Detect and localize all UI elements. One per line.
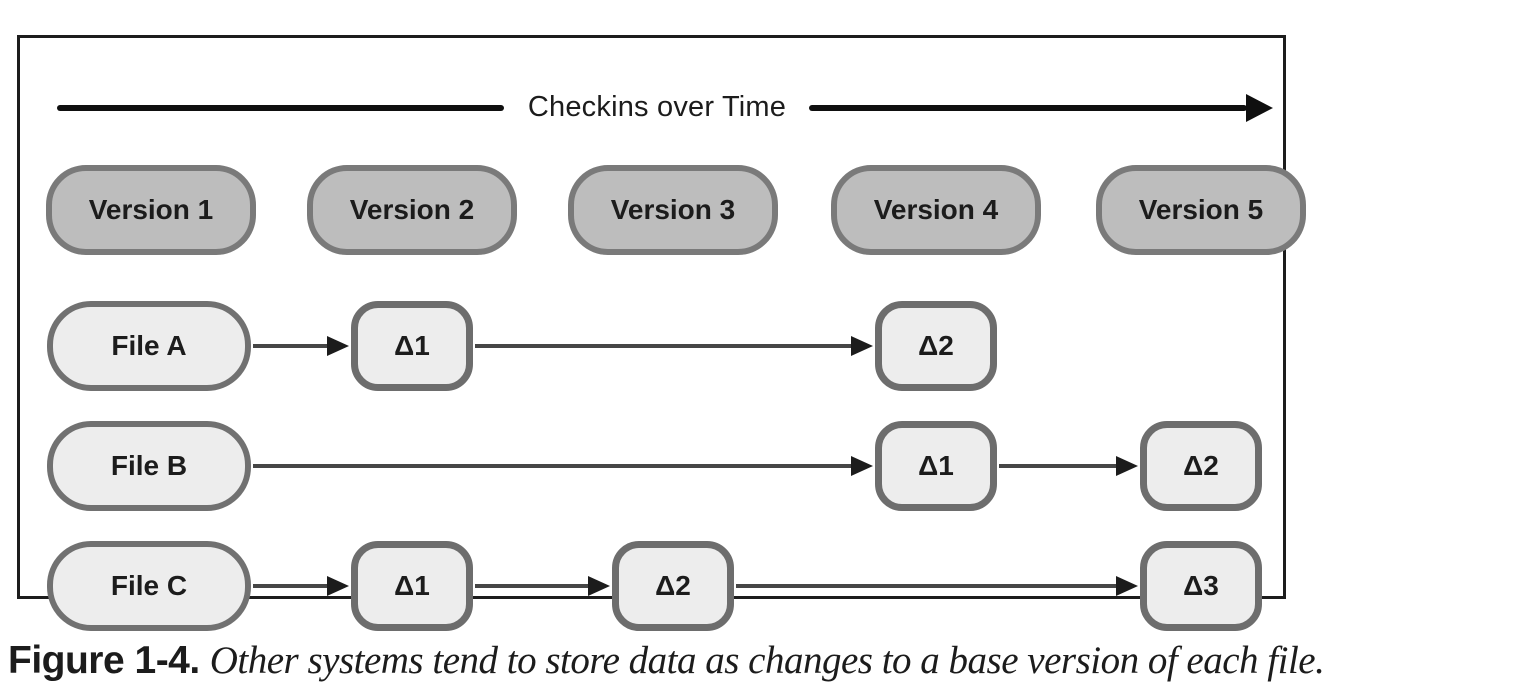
file-a-delta-2: Δ2	[875, 301, 997, 391]
file-b-connector-0-arrowhead-icon	[851, 456, 873, 476]
file-c-connector-0-line	[253, 584, 327, 588]
file-a-connector-0-arrowhead-icon	[327, 336, 349, 356]
file-b-connector-1-arrowhead-icon	[1116, 456, 1138, 476]
timeline-arrowhead-icon	[1246, 94, 1273, 122]
file-c-connector-1-line	[475, 584, 588, 588]
figure-caption-label: Figure 1-4.	[8, 639, 200, 682]
version-pill-5: Version 5	[1096, 165, 1306, 255]
file-c-connector-2-line	[736, 584, 1116, 588]
diagram-frame: Checkins over Time Version 1 Version 2 Ver…	[17, 35, 1306, 631]
version-pill-4: Version 4	[831, 165, 1041, 255]
file-c-delta-1: Δ1	[351, 541, 473, 631]
file-c-pill: File C	[47, 541, 251, 631]
timeline-line-left	[57, 105, 504, 111]
version-pill-2: Version 2	[307, 165, 517, 255]
file-b-pill: File B	[47, 421, 251, 511]
file-b-delta-2: Δ2	[1140, 421, 1262, 511]
version-pill-3: Version 3	[568, 165, 778, 255]
file-c-delta-3: Δ3	[1140, 541, 1262, 631]
figure-caption-text: Other systems tend to store data as chan…	[209, 639, 1325, 682]
file-a-delta-1: Δ1	[351, 301, 473, 391]
version-pill-1: Version 1	[46, 165, 256, 255]
file-a-connector-1-line	[475, 344, 851, 348]
file-b-delta-1: Δ1	[875, 421, 997, 511]
figure-caption: Figure 1-4.Other systems tend to store d…	[8, 638, 1523, 683]
timeline-label: Checkins over Time	[527, 91, 787, 123]
file-a-connector-1-arrowhead-icon	[851, 336, 873, 356]
file-c-connector-2-arrowhead-icon	[1116, 576, 1138, 596]
file-a-pill: File A	[47, 301, 251, 391]
file-c-connector-1-arrowhead-icon	[588, 576, 610, 596]
file-c-connector-0-arrowhead-icon	[327, 576, 349, 596]
file-c-delta-2: Δ2	[612, 541, 734, 631]
file-b-connector-0-line	[253, 464, 851, 468]
file-b-connector-1-line	[999, 464, 1116, 468]
timeline-line-right	[809, 105, 1247, 111]
file-a-connector-0-line	[253, 344, 327, 348]
